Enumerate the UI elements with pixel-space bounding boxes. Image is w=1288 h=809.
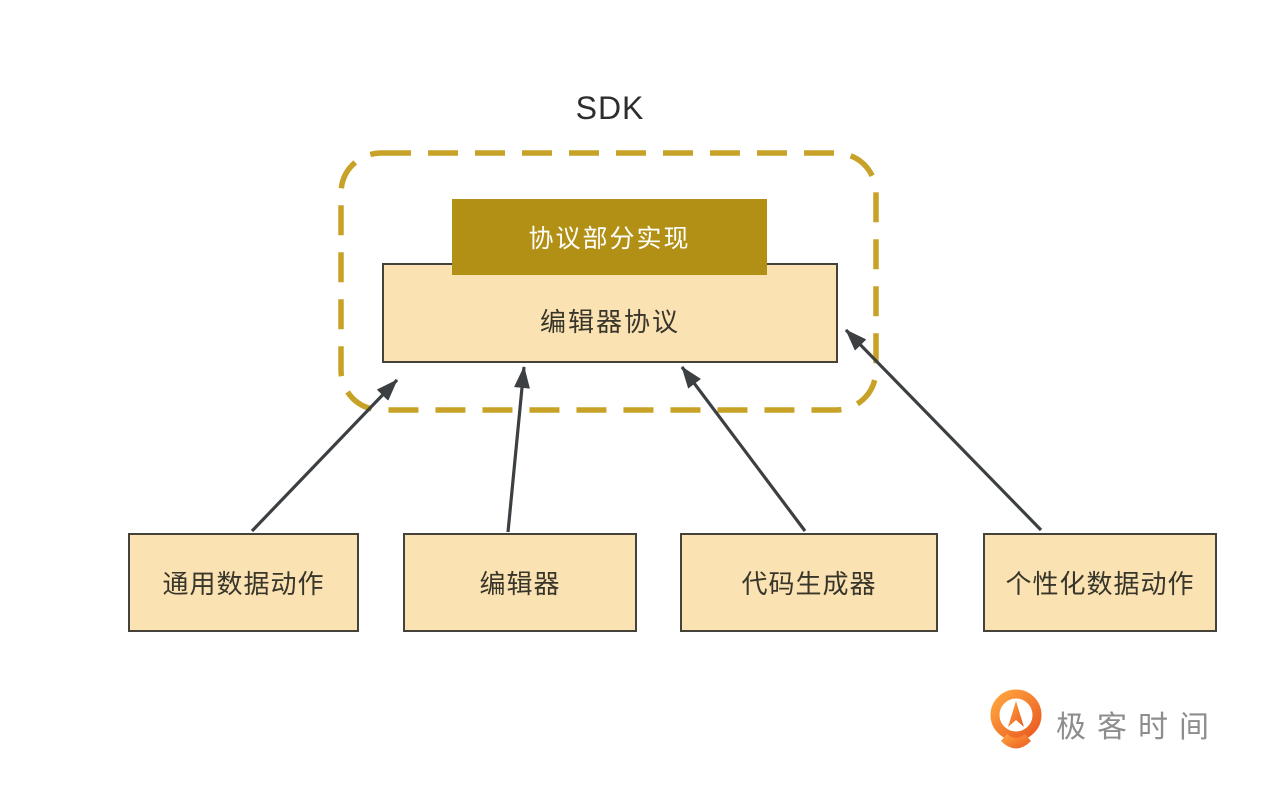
- code-generator-box: 代码生成器: [680, 533, 938, 632]
- editor-protocol-box: 编辑器协议: [382, 263, 838, 363]
- sdk-dashed-boundary: [338, 150, 879, 413]
- generic-data-actions-box: 通用数据动作: [128, 533, 359, 632]
- sdk-group-label: SDK: [575, 90, 645, 126]
- editor-box: 编辑器: [403, 533, 637, 632]
- generic-data-actions-label: 通用数据动作: [162, 569, 325, 599]
- personalized-data-actions-label: 个性化数据动作: [1005, 569, 1195, 599]
- geektime-logo: 极客时间: [988, 688, 1220, 760]
- protocol-impl-label: 协议部分实现: [528, 225, 691, 253]
- geektime-logo-icon: [990, 689, 1042, 749]
- editor-label: 编辑器: [479, 569, 561, 599]
- editor-protocol-label: 编辑器协议: [539, 306, 680, 337]
- arrow-personalized-data-actions-to-editor-protocol: [844, 328, 1043, 532]
- arrow-code-generator-to-editor-protocol: [680, 366, 807, 532]
- arrow-editor-to-editor-protocol: [506, 366, 530, 533]
- protocol-impl-box: 协议部分实现: [452, 199, 767, 275]
- arrow-generic-data-actions-to-editor-protocol: [250, 378, 399, 533]
- personalized-data-actions-box: 个性化数据动作: [983, 533, 1217, 632]
- code-generator-label: 代码生成器: [741, 569, 877, 599]
- geektime-logo-text: 极客时间: [1056, 711, 1220, 744]
